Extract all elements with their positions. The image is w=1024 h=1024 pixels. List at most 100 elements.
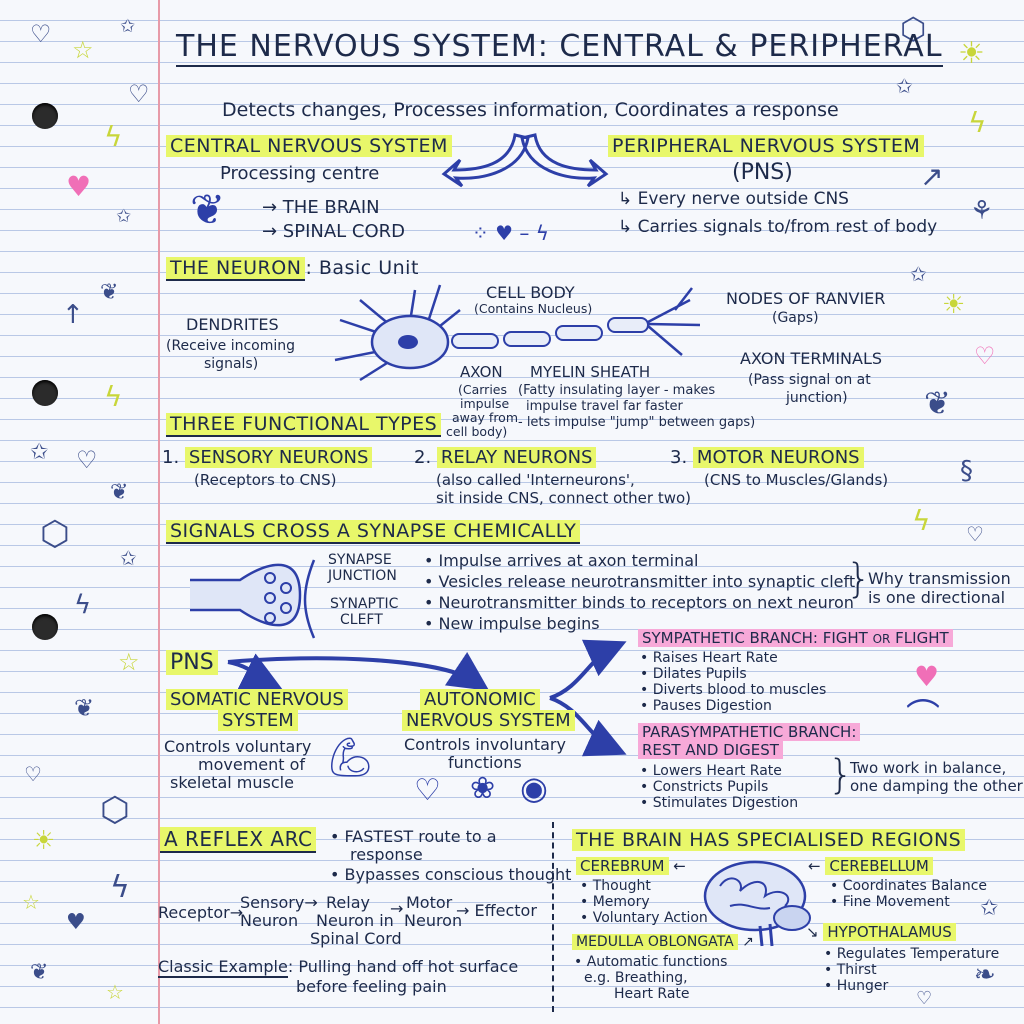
brain-doodle-icon: ❦ [30,960,49,985]
types-heading-text: THREE FUNCTIONAL TYPES [166,413,442,437]
binder-hole [32,380,58,406]
label-axon-note-4: cell body) [446,424,508,439]
hypothalamus-item-3: • Hunger [824,978,889,994]
heart-icon: ♡ [24,762,42,786]
somatic-desc-1: Controls voluntary [164,737,312,756]
reflex-sensory-2: Neuron [240,911,299,930]
sympathetic-heading-a: SYMPATHETIC BRANCH: FIGHT [642,629,873,647]
reflex-receptor-text: Receptor [158,903,230,922]
star-icon: ☆ [22,890,40,914]
reflex-motor-2: Neuron [404,911,463,930]
medulla-item-2: e.g. Breathing, [584,970,688,986]
pns-label: PNS [166,650,218,675]
type-relay-num: 2. [414,447,432,468]
branch-icon: ⚘ [970,196,994,226]
arrow-up-icon: ↗ [920,160,944,193]
label-axon-note-1: (Carries [458,382,507,397]
autonomic-name-2: NERVOUS SYSTEM [402,710,575,731]
brain-icon: ❦ [190,185,226,234]
parasympathetic-balance-1: Two work in balance, [850,759,1007,777]
brain-doodle-icon: ❦ [924,384,951,422]
synapse-step-4: • New impulse begins [424,614,600,633]
reflex-relay-2: Neuron in [316,911,394,930]
label-myelin-note-3: - lets impulse "jump" between gaps) [518,415,756,430]
somatic-name-line2: SYSTEM [218,710,298,732]
type-sensory-name: SENSORY NEURONS [184,447,373,468]
type-relay-name: RELAY NEURONS [436,447,597,468]
cube-icon: ⬡ [100,790,130,830]
somatic-name-2: SYSTEM [218,710,298,731]
cerebellum-item-2: • Fine Movement [830,894,950,910]
brain-hypothalamus: ↘ HYPOTHALAMUS [806,923,956,941]
cerebrum-item-3: • Voluntary Action [580,910,708,926]
sympathetic-item-1: • Raises Heart Rate [640,650,778,666]
type-relay-note-1: (also called 'Interneurons', [436,471,635,489]
star-icon: ✩ [120,546,137,570]
page-title: THE NERVOUS SYSTEM: CENTRAL & PERIPHERAL [176,29,943,67]
brain-heading-text: THE BRAIN HAS SPECIALISED REGIONS [572,829,966,851]
parasympathetic-item-1: • Lowers Heart Rate [640,763,782,779]
label-terminals-note-2: junction) [786,390,848,406]
sympathetic-heading-or: OR [872,632,891,646]
lightning-icon: ϟ [968,106,987,139]
synapse-label-3: SYNAPTIC [330,596,399,612]
parasympathetic-item-3: • Stimulates Digestion [640,795,799,811]
lightning-icon: ϟ [912,504,931,537]
pns-item-1-text: Every nerve outside CNS [637,189,849,209]
label-axon-note-3: away from [452,410,519,425]
autonomic-desc-2: functions [448,753,522,772]
neuron-heading: THE NEURON: Basic Unit [166,257,419,281]
reflex-relay-1: Relay [326,893,370,912]
synapse-heading-text: SIGNALS CROSS A SYNAPSE CHEMICALLY [166,520,581,544]
type-sensory: 1. SENSORY NEURONS [162,447,373,469]
neuron-heading-suffix: : Basic Unit [305,257,419,279]
reflex-arrow-1: → [390,899,404,918]
reflex-relay-3: Spinal Cord [310,929,402,948]
cerebellum-item-1: • Coordinates Balance [830,878,988,894]
synapse-heading: SIGNALS CROSS A SYNAPSE CHEMICALLY [166,520,581,544]
cerebrum-item-1: • Thought [580,878,651,894]
synapse-step-2: • Vesicles release neurotransmitter into… [424,572,856,591]
autonomic-name: AUTONOMIC [420,689,540,711]
label-cell-body-note: (Contains Nucleus) [474,301,593,316]
margin-line [158,0,160,1024]
label-myelin: MYELIN SHEATH [530,363,651,381]
star-icon: ✩ [896,74,913,98]
label-dendrites: DENDRITES [186,315,279,334]
parasympathetic-balance-2: one damping the other [850,777,1023,795]
reflex-point-2: response [350,845,423,864]
brain-heading: THE BRAIN HAS SPECIALISED REGIONS [572,829,966,852]
reflex-motor-1-text: Motor [406,893,453,912]
pns-top-heading: PERIPHERAL NERVOUS SYSTEM [608,135,925,158]
label-dendrites-note-2: signals) [204,356,259,372]
reflex-example-1: : Pulling hand off hot surface [287,957,519,976]
reflex-sensory-1-text: Sensory [240,893,305,912]
autonomic-desc-1: Controls involuntary [404,735,566,754]
sympathetic-item-2: • Dilates Pupils [640,666,747,682]
somatic-name: SOMATIC NERVOUS [166,689,348,711]
synapse-label-1: SYNAPSE [328,552,392,568]
type-motor-num: 3. [670,447,688,468]
type-relay: 2. RELAY NEURONS [414,447,597,469]
pns-abbr: (PNS) [732,160,793,185]
label-terminals-note-1: (Pass signal on at [748,372,871,388]
label-nodes: NODES OF RANVIER [726,289,886,308]
cns-heading-text: CENTRAL NERVOUS SYSTEM [166,135,452,157]
star-icon: ✩ [910,262,927,286]
brain-doodle-icon: ❦ [100,280,119,305]
binder-hole [32,614,58,640]
somatic-desc-2: movement of [198,755,306,774]
synapse-why-1: Why transmission [868,569,1011,588]
pns-branch-arrows [227,639,627,757]
brace-icon: } [846,556,872,602]
brain-hypothalamus-name: HYPOTHALAMUS [823,923,956,941]
lightbulb-icon: ☀ [32,826,56,856]
reflex-heading: A REFLEX ARC [160,827,317,853]
parasympathetic-heading-2: REST AND DIGEST [638,741,783,759]
brace-icon: } [828,752,854,798]
sympathetic-item-3: • Diverts blood to muscles [640,682,827,698]
neuron-heading-text: THE NEURON [166,257,306,281]
lightning-icon: ϟ [110,870,130,905]
lightbulb-icon: ☀ [942,290,966,320]
star-icon: ✩ [980,896,999,921]
